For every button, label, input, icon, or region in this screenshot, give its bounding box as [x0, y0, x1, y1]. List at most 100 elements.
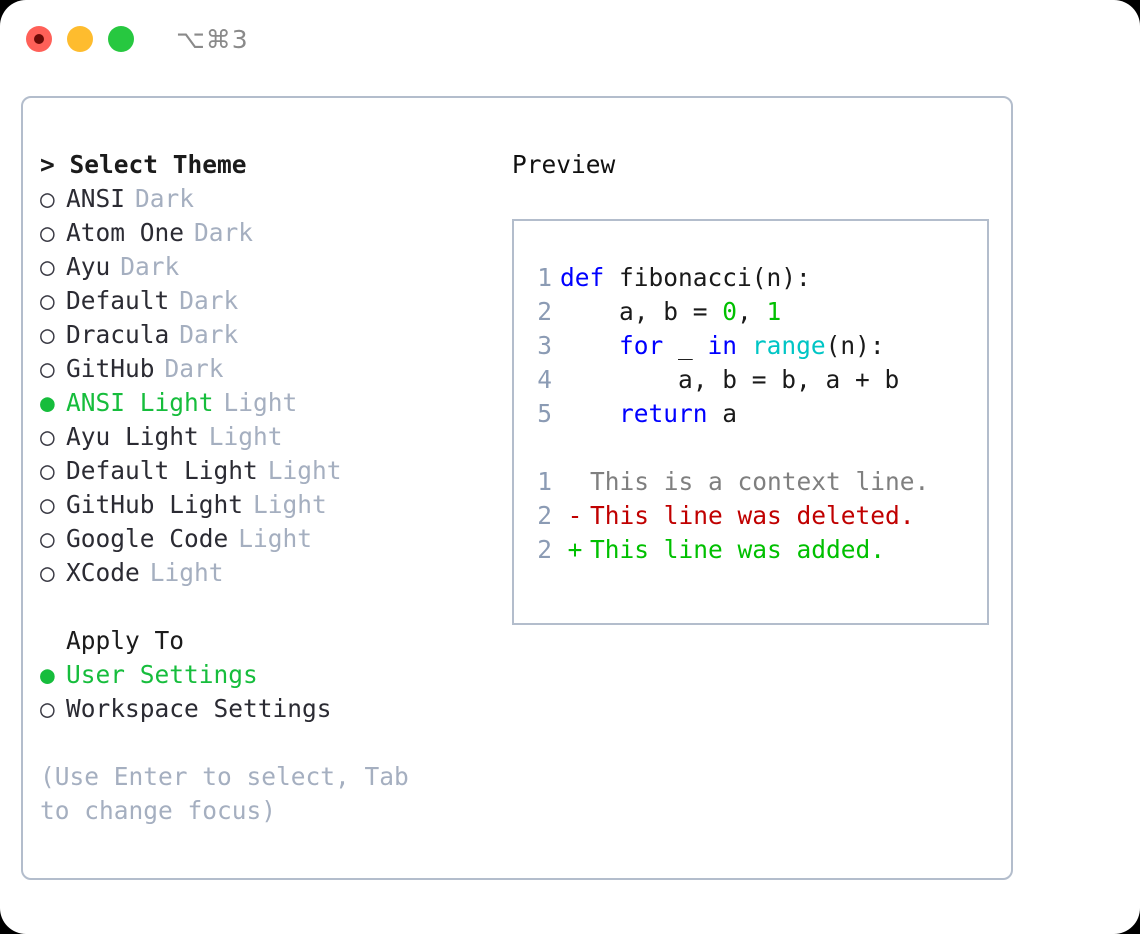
theme-option-google-code[interactable]: ○ Google Code Light [40, 522, 493, 556]
code-line-number: 2 [537, 297, 552, 326]
diff-line-number: 2 [537, 501, 552, 530]
theme-option-label: Ayu [66, 252, 111, 281]
theme-option-variant-tag: Dark [194, 218, 254, 247]
radio-unselected-icon: ○ [40, 286, 55, 315]
theme-option-label: GitHub Light [66, 490, 244, 519]
select-theme-heading: > Select Theme [40, 150, 247, 179]
radio-unselected-icon: ○ [40, 218, 55, 247]
code-token-kw: for [619, 331, 664, 360]
code-line-number: 5 [537, 399, 552, 428]
code-token-num: 1 [766, 297, 782, 326]
radio-unselected-icon: ○ [40, 694, 55, 723]
keyboard-shortcut-label: ⌥⌘3 [176, 24, 249, 54]
diff-sign-icon: - [567, 501, 583, 530]
diff-line-del: 2-This line was deleted. [514, 499, 987, 533]
apply-to-option-label: Workspace Settings [66, 694, 332, 723]
diff-line-text: This line was added. [590, 535, 886, 564]
code-line: 2 a, b = 0, 1 [514, 295, 987, 329]
theme-option-github[interactable]: ○ GitHub Dark [40, 352, 493, 386]
theme-option-atom-one[interactable]: ○ Atom One Dark [40, 216, 493, 250]
keyboard-hint-text: (Use Enter to select, Tab to change focu… [40, 762, 424, 825]
close-button-icon[interactable] [26, 26, 52, 52]
radio-unselected-icon: ○ [40, 320, 55, 349]
theme-option-label: Google Code [66, 524, 229, 553]
code-line-text: a, b = 0, 1 [560, 295, 781, 329]
radio-unselected-icon: ○ [40, 252, 55, 281]
diff-line-text: This is a context line. [590, 467, 930, 496]
code-token-pl: a, b = b, a + b [560, 365, 900, 394]
theme-option-label: ANSI [66, 184, 126, 213]
minimize-button-icon[interactable] [67, 26, 93, 52]
diff-line-text: This line was deleted. [590, 501, 915, 530]
apply-to-option-label: User Settings [66, 660, 258, 689]
theme-option-variant-tag: Dark [179, 286, 239, 315]
window-controls [26, 26, 134, 52]
theme-option-label: Default [66, 286, 170, 315]
preview-heading: Preview [512, 150, 616, 179]
code-line: 5 return a [514, 397, 987, 431]
code-token-pl [560, 399, 619, 428]
diff-sample: 1 This is a context line.2-This line was… [514, 465, 987, 567]
code-line-text: def fibonacci(n): [560, 261, 811, 295]
code-token-pl: a, b = [560, 297, 723, 326]
code-token-pl [560, 331, 619, 360]
code-line-number: 4 [537, 365, 552, 394]
code-token-kw: def [560, 263, 620, 292]
radio-unselected-icon: ○ [40, 422, 55, 451]
radio-unselected-icon: ○ [40, 524, 55, 553]
theme-option-variant-tag: Light [149, 558, 224, 587]
maximize-button-icon[interactable] [108, 26, 134, 52]
radio-unselected-icon: ○ [40, 456, 55, 485]
apply-to-option-workspace-settings[interactable]: ○ Workspace Settings [40, 692, 493, 726]
code-line-text: for _ in range(n): [560, 329, 885, 363]
diff-line-ctx: 1 This is a context line. [514, 465, 987, 499]
theme-option-variant-tag: Dark [164, 354, 224, 383]
theme-option-label: Default Light [66, 456, 258, 485]
diff-sign-icon: + [567, 535, 583, 564]
theme-option-variant-tag: Dark [179, 320, 239, 349]
title-bar: ⌥⌘3 [0, 0, 1140, 78]
code-line: 1 def fibonacci(n): [514, 261, 987, 295]
apply-to-option-user-settings[interactable]: ●User Settings [40, 658, 493, 692]
code-token-kw: in [707, 331, 738, 360]
code-line-number: 1 [537, 263, 552, 292]
apply-to-list[interactable]: ●User Settings○ Workspace Settings [40, 658, 493, 726]
theme-option-default[interactable]: ○ Default Dark [40, 284, 493, 318]
diff-line-number: 2 [537, 535, 552, 564]
theme-option-dracula[interactable]: ○ Dracula Dark [40, 318, 493, 352]
code-token-kw: return [619, 399, 708, 428]
theme-option-label: Dracula [66, 320, 170, 349]
code-line: 3 for _ in range(n): [514, 329, 987, 363]
theme-option-variant-tag: Light [238, 524, 313, 553]
theme-option-ayu[interactable]: ○ Ayu Dark [40, 250, 493, 284]
theme-option-variant-tag: Dark [120, 252, 180, 281]
recording-indicator-icon [34, 34, 44, 44]
code-token-pl: _ [663, 331, 708, 360]
radio-unselected-icon: ○ [40, 354, 55, 383]
code-token-pl: fibonacci(n): [619, 263, 811, 292]
theme-option-label: GitHub [66, 354, 155, 383]
diff-sign-icon [560, 465, 590, 499]
code-token-pl: , [737, 297, 767, 326]
theme-option-label: Atom One [66, 218, 185, 247]
code-line-text: a, b = b, a + b [560, 363, 899, 397]
code-token-fn: range [751, 331, 826, 360]
theme-option-variant-tag: Dark [135, 184, 195, 213]
apply-to-heading: Apply To [66, 626, 185, 655]
diff-line-number: 1 [537, 467, 552, 496]
diff-line-add: 2 +This line was added. [514, 533, 987, 567]
code-line-text: return a [560, 397, 737, 431]
radio-selected-icon: ● [40, 388, 55, 417]
